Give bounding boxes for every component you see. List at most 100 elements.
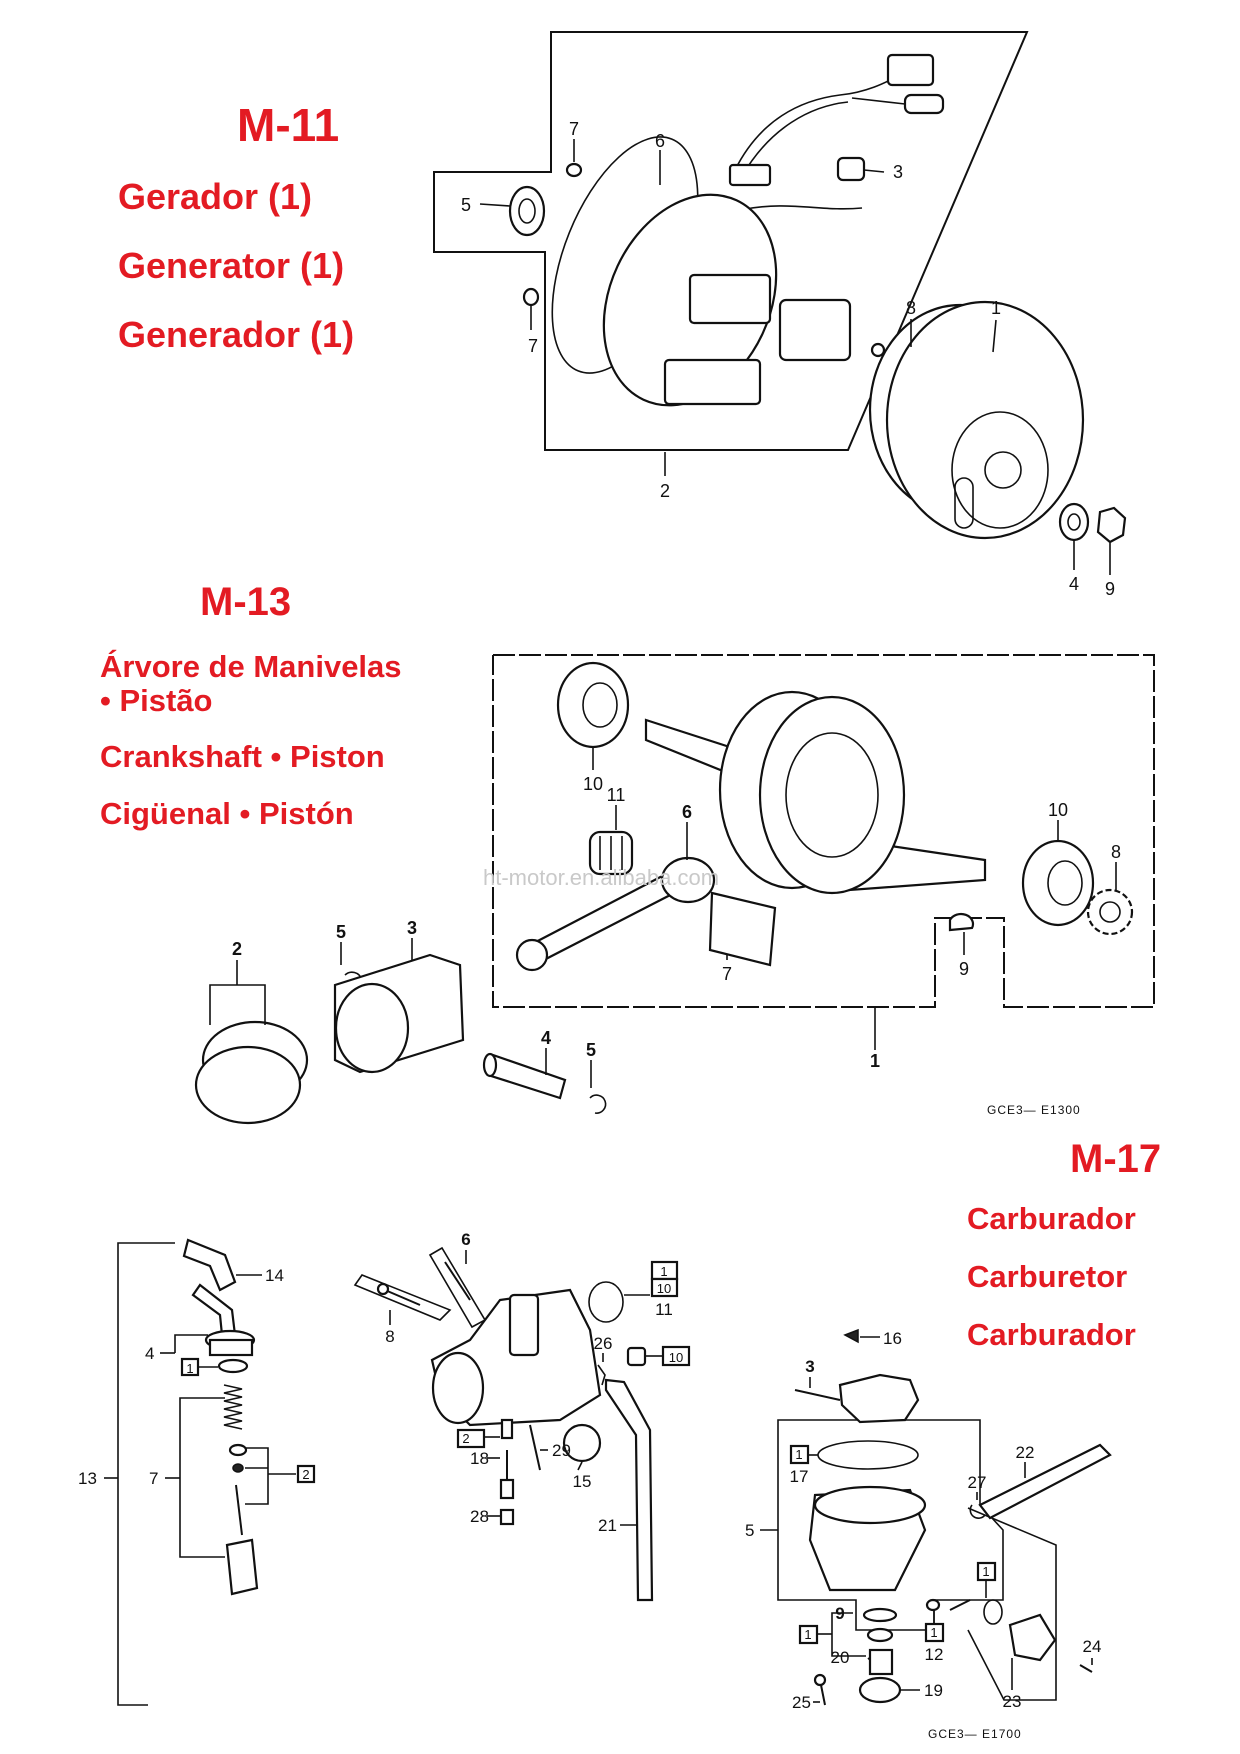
- m11-name-en: Generator (1): [118, 245, 345, 286]
- callout-5-lower: 5: [586, 1040, 596, 1060]
- callout-box-1-c: 1: [795, 1447, 802, 1462]
- plunger-washer: [217, 1358, 249, 1374]
- watermark: ht-motor.en.alibaba.com: [483, 865, 720, 890]
- float-pin: [794, 1389, 841, 1401]
- callout-box-1-f: 1: [982, 1564, 989, 1579]
- callout-7: 7: [149, 1469, 158, 1488]
- callout-2: 2: [660, 481, 670, 501]
- callout-15: 15: [573, 1472, 592, 1491]
- callout-11: 11: [655, 1300, 673, 1319]
- woodruff-key: [948, 912, 975, 932]
- m13-name-en: Crankshaft • Piston: [100, 739, 385, 774]
- vent-hose: [978, 1443, 1112, 1520]
- air-screw: [529, 1424, 541, 1471]
- callout-6: 6: [682, 802, 692, 822]
- carburetor-diagram: 14 4 1 13 7 2 6 8 1 10 11 26 10 2 18 29 …: [78, 1230, 1112, 1712]
- flywheel-nut-part: [1096, 506, 1127, 544]
- connector-plug: [886, 53, 935, 87]
- washer-part: [1058, 502, 1090, 542]
- callout-5: 5: [745, 1521, 754, 1540]
- flywheel-rotor: [885, 300, 1085, 540]
- callout-1: 1: [991, 298, 1001, 318]
- con-rod-big-end: [660, 856, 716, 904]
- callout-box-1-a: 1: [186, 1361, 193, 1376]
- callout-box-2-a: 2: [302, 1467, 309, 1482]
- plunger-spring: [223, 1384, 243, 1430]
- callout-3: 3: [805, 1357, 814, 1376]
- callout-box-1-d: 1: [804, 1627, 811, 1642]
- callout-12: 12: [925, 1645, 944, 1664]
- carb-mixing-chamber: [508, 1293, 540, 1357]
- m13-name-es: Cigüenal • Pistón: [100, 796, 354, 831]
- float-chamber-gasket: [817, 1440, 919, 1470]
- callout-7-upper: 7: [569, 119, 579, 139]
- carb-cap: [562, 1423, 602, 1463]
- callout-8: 8: [1111, 842, 1121, 862]
- m11-name-es: Generador (1): [118, 314, 355, 355]
- float-screw: [843, 1328, 859, 1344]
- crank-pin: [708, 891, 777, 967]
- piston-crown: [334, 982, 410, 1074]
- drain-o-ring: [862, 1607, 898, 1623]
- timing-sprocket: [1086, 888, 1134, 936]
- bolt-part: [870, 342, 886, 358]
- m17-reference-code: GCE3— E1700: [928, 1727, 1022, 1741]
- callout-4: 4: [145, 1344, 154, 1363]
- callout-10-left: 10: [583, 774, 603, 794]
- callout-4: 4: [1069, 574, 1079, 594]
- pulser-coil: [778, 298, 852, 362]
- float-o-ring: [588, 1281, 624, 1323]
- callout-3: 3: [407, 918, 417, 938]
- crankshaft-piston-diagram: 10 11 6 10 8 7 9 1 2 5 3 4 5: [194, 654, 1155, 1125]
- connector-bullet: [903, 93, 945, 115]
- jet-needle: [235, 1484, 243, 1536]
- callout-19: 19: [924, 1681, 943, 1700]
- piston-pin: [486, 1053, 567, 1100]
- harness-clamp: [728, 163, 772, 187]
- float-part: [838, 1373, 920, 1424]
- m13-name-pt: Árvore de Manivelas • Pistão: [100, 649, 402, 719]
- crankshaft-assembly-frame: [492, 654, 1155, 1008]
- choke-screw: [1079, 1664, 1093, 1673]
- callout-10-right: 10: [1048, 800, 1068, 820]
- callout-box-1-e: 1: [930, 1625, 937, 1640]
- main-jet: [500, 1418, 514, 1440]
- generator-diagram: 7 6 3 5 7 8 1 2 4 9: [433, 31, 1127, 599]
- callout-box-2-b: 2: [462, 1431, 469, 1446]
- callout-13: 13: [78, 1469, 97, 1488]
- callout-7: 7: [722, 964, 732, 984]
- piston-pin-clip-lower: [589, 1094, 607, 1114]
- vent-hose-clip: [969, 1504, 986, 1519]
- callout-23: 23: [1003, 1692, 1022, 1711]
- throttle-slide: [225, 1538, 259, 1596]
- callout-2: 2: [232, 939, 242, 959]
- fuel-hose: [604, 1378, 654, 1602]
- callout-5-upper: 5: [336, 922, 346, 942]
- stator-coil-upper: [688, 273, 772, 325]
- callout-box-1-b: 1: [660, 1264, 667, 1279]
- piston-ring-lower: [194, 1045, 302, 1125]
- crank-web-right: [758, 695, 906, 895]
- m17-code: M-17: [1070, 1137, 1162, 1181]
- plunger-cap-body: [208, 1338, 254, 1357]
- callout-1: 1: [870, 1051, 880, 1071]
- callout-9: 9: [1105, 579, 1115, 599]
- callout-8: 8: [385, 1327, 394, 1346]
- callout-3: 3: [893, 162, 903, 182]
- callout-5: 5: [461, 195, 471, 215]
- carb-intake-bore: [431, 1351, 485, 1425]
- callout-16: 16: [883, 1329, 902, 1348]
- drain-plug: [858, 1676, 902, 1704]
- stator-coil-lower: [663, 358, 762, 406]
- callout-9: 9: [959, 959, 969, 979]
- callout-28: 28: [470, 1507, 489, 1526]
- small-o-ring-upper: [565, 162, 583, 178]
- vent-pipe-elbow: [182, 1238, 237, 1292]
- callout-18: 18: [470, 1449, 489, 1468]
- callout-8: 8: [906, 298, 916, 318]
- m17-name-en: Carburetor: [967, 1259, 1128, 1294]
- screw-tray-6: [428, 1246, 487, 1329]
- m11-code: M-11: [237, 99, 340, 151]
- callout-9: 9: [835, 1604, 844, 1623]
- callout-24: 24: [1083, 1637, 1102, 1656]
